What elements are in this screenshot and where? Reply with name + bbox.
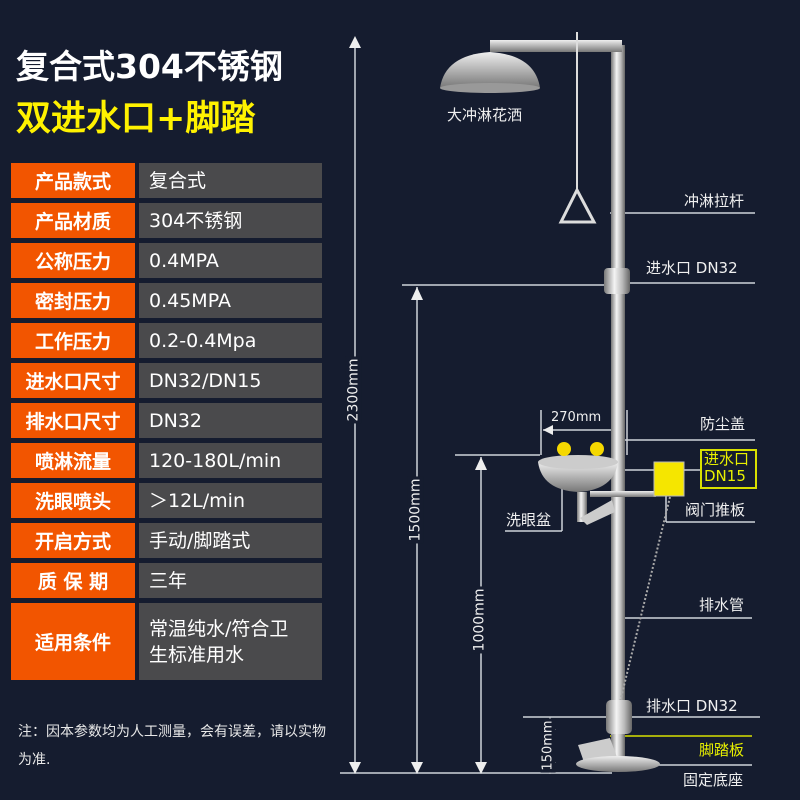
- spec-label: 进水口尺寸: [11, 363, 135, 398]
- dim-shower-height: 1500mm: [407, 476, 424, 544]
- dim-bowl-width: 270mm: [551, 410, 602, 425]
- spec-value: DN32: [139, 403, 322, 438]
- spec-value: 0.45MPA: [139, 283, 322, 318]
- label-eye-bowl: 洗眼盆: [506, 511, 552, 529]
- spec-label: 适用条件: [11, 603, 135, 680]
- spec-value: 复合式: [139, 163, 322, 198]
- dimension-lines: [340, 48, 760, 774]
- dim-total: 2300mm: [345, 356, 362, 424]
- spec-value: DN32/DN15: [139, 363, 322, 398]
- spec-value: ＞12L/min: [139, 483, 322, 518]
- spec-value: 304不锈钢: [139, 203, 322, 238]
- spec-value: 手动/脚踏式: [139, 523, 322, 558]
- spec-value: 120-180L/min: [139, 443, 322, 478]
- label-pull-rod: 冲淋拉杆: [684, 192, 745, 210]
- title: 复合式304不锈钢: [16, 47, 283, 86]
- spec-row: 质 保 期三年: [11, 563, 322, 598]
- spec-value: 0.2-0.4Mpa: [139, 323, 322, 358]
- shower-arm: [490, 40, 622, 52]
- spec-row: 开启方式手动/脚踏式: [11, 523, 322, 558]
- spec-label: 工作压力: [11, 323, 135, 358]
- label-shower: 大冲淋花洒: [447, 106, 523, 124]
- label-inlet-main: 进水口 DN32: [646, 259, 738, 277]
- spec-label: 公称压力: [11, 243, 135, 278]
- spec-label: 开启方式: [11, 523, 135, 558]
- spec-label: 洗眼喷头: [11, 483, 135, 518]
- spec-label: 产品款式: [11, 163, 135, 198]
- spec-value: 三年: [139, 563, 322, 598]
- spec-label: 产品材质: [11, 203, 135, 238]
- inlet-eye-size: DN15: [704, 467, 746, 485]
- valve-plate: [653, 461, 685, 497]
- main-pipe: [611, 45, 625, 765]
- eye-wash-bowl: [538, 462, 618, 492]
- chain: [611, 496, 671, 736]
- inlet-eye-text: 进水口: [704, 450, 750, 468]
- spec-row: 产品款式复合式: [11, 163, 322, 198]
- subtitle: 双进水口+脚踏: [16, 99, 256, 139]
- spec-row: 适用条件常温纯水/符合卫生标准用水: [11, 603, 322, 680]
- label-valve-plate: 阀门推板: [685, 501, 746, 519]
- spec-row: 洗眼喷头＞12L/min: [11, 483, 322, 518]
- dimension-arrows: [349, 36, 625, 774]
- spec-label: 喷淋流量: [11, 443, 135, 478]
- base-plate: [576, 756, 660, 772]
- spec-label: 质 保 期: [11, 563, 135, 598]
- label-drain-pipe: 排水管: [699, 596, 745, 614]
- dim-pedal-height: 150mm: [540, 718, 556, 773]
- spec-label: 排水口尺寸: [11, 403, 135, 438]
- spec-value: 常温纯水/符合卫生标准用水: [139, 603, 322, 680]
- label-drain-outlet: 排水口 DN32: [646, 697, 738, 715]
- label-base: 固定底座: [683, 771, 744, 789]
- spec-value: 0.4MPA: [139, 243, 322, 278]
- spec-label: 密封压力: [11, 283, 135, 318]
- label-dust-cover: 防尘盖: [700, 415, 746, 433]
- disclaimer-note: 注：因本参数均为人工测量，会有误差，请以实物为准.: [18, 724, 326, 768]
- shower-head: [440, 52, 540, 88]
- label-pedal: 脚踏板: [699, 741, 745, 759]
- dim-bowl-height: 1000mm: [471, 586, 488, 654]
